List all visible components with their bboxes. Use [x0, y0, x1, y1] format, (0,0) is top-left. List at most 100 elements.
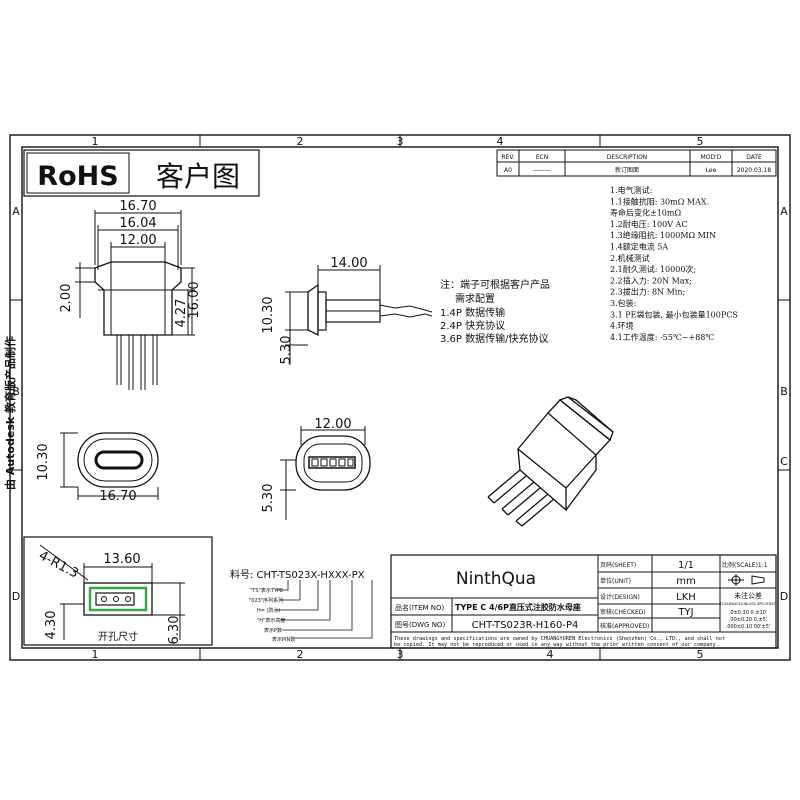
dwg-no-value: CHT-TS023R-H160-P4 — [472, 620, 579, 631]
dim-top-width-16-70: 16.70 — [119, 199, 156, 214]
scale-label: 比例(SCALE)1:1 — [722, 561, 768, 569]
tolerance-label: 未注公差 — [734, 591, 762, 600]
spec-line: 1.3绝缘阻抗: 1000MΩ MIN — [610, 230, 716, 240]
design-value: LKH — [676, 592, 696, 603]
grid-col-2: 2 — [297, 135, 304, 148]
cutout-view — [39, 544, 185, 640]
dim-side-height-5-30: 5.30 — [279, 336, 294, 365]
grid-row-b-right: B — [780, 385, 788, 398]
dwg-no-label: 图号(DWG NO) — [395, 621, 445, 629]
spec-line: 2.2插入力: 20N Max; — [610, 275, 692, 285]
pn-legend-5: 表示P数 — [264, 627, 282, 634]
dim-side-height-10-30: 10.30 — [261, 296, 276, 333]
rev-header-description: DESCRIPTION — [607, 154, 648, 161]
rohs-logo-frame — [26, 152, 130, 194]
dim-front-height-10-30: 10.30 — [36, 443, 51, 480]
spec-line: 2.1耐久测试: 10000次; — [610, 264, 696, 274]
disclaimer-line-2: be copied. It may not be reproduced or u… — [394, 642, 719, 648]
dim-front-width-16-70: 16.70 — [99, 489, 136, 504]
rohs-logo: RoHS — [37, 161, 118, 192]
spec-line: 2.3拔出力: 8N Min; — [610, 287, 685, 297]
spec-line: 1.4额定电流 5A — [610, 242, 668, 252]
spec-line: 1.2耐电压: 100V AC — [610, 219, 687, 229]
company-name: NinthQua — [456, 569, 536, 589]
rev-header-date: DATE — [746, 154, 762, 161]
title-block — [390, 554, 777, 649]
spec-line: 1.电气测试: — [610, 185, 652, 195]
dim-cutout-height-6-30: 6.30 — [167, 616, 182, 645]
spec-line: 3.1 PE袋包装, 最小包装量100PCS — [610, 309, 738, 319]
spec-list: 1.电气测试:1.1接触抗阻: 30mΩ MAX. 寿命后变化±10mΩ1.2耐… — [610, 185, 738, 342]
approved-label: 核准(APPROVED) — [600, 622, 649, 630]
note-item-2: 2.4P 快充协议 — [440, 319, 505, 332]
rev-cell-date: 2020.03.18 — [737, 167, 772, 174]
spec-line: 2.机械测试 — [610, 253, 650, 263]
checked-value: TYJ — [677, 607, 693, 618]
item-no-label: 品名(ITEM NO) — [395, 603, 445, 612]
sheet-label: 页码(SHEET) — [600, 561, 636, 569]
grid-col-5: 5 — [697, 135, 704, 148]
tolerance-line-2: .00±0.20 0.±5' — [729, 617, 767, 623]
checked-label: 审核(CHECKED) — [600, 608, 646, 616]
pn-legend-4: "H"表示高度 — [257, 617, 285, 624]
cutout-pins — [101, 596, 131, 602]
pn-legend-1: "TS"表示TYPE — [250, 587, 283, 594]
part-number-label: 料号: CHT-TS023X-HXXX-PX — [230, 568, 365, 581]
dim-cutout-radius: 4-R1.3 — [36, 548, 81, 581]
grid-col-3: 3 — [397, 135, 404, 148]
dim-top-height-16-00: 16.00 — [187, 281, 202, 318]
rev-cell-ecn: ——— — [533, 167, 551, 174]
unit-value: mm — [676, 576, 695, 587]
spec-line: 寿命后变化±10mΩ — [610, 208, 681, 218]
revision-table: REV. ECN DESCRIPTION MOD'D DATE A0 ——— 新… — [496, 149, 777, 177]
grid-col-5-bottom: 5 — [697, 648, 704, 661]
sheet-value: 1/1 — [678, 560, 694, 571]
unit-label: 单位(UNIT) — [600, 577, 631, 585]
grid-row-d-right: D — [780, 590, 788, 603]
grid-col-4: 4 — [497, 135, 504, 148]
dim-cutout-width-13-60: 13.60 — [103, 552, 140, 567]
grid-col-4-bottom: 4 — [547, 648, 554, 661]
dim-side-width-14-00: 14.00 — [330, 256, 367, 271]
pn-legend-2: "023"序列系列 — [249, 597, 283, 604]
dim-top-width-12-00: 12.00 — [119, 233, 156, 248]
grid-row-d: D — [12, 590, 20, 603]
tolerance-line-1: .0±0.30 0.±10' — [729, 610, 767, 616]
spec-line: 4.1工作温度: -55℃~+88℃ — [610, 332, 714, 342]
disclaimer-line-1: These drawings and specifications are ow… — [394, 636, 725, 642]
grid-col-1-bottom: 1 — [92, 648, 99, 661]
rohs-box — [23, 149, 260, 197]
drawing-type-title: 客户图 — [156, 160, 240, 193]
note-title: 注：端子可根据客户产品 — [440, 278, 550, 291]
grid-col-3-bottom: 3 — [397, 648, 404, 661]
rev-header-modd: MOD'D — [701, 154, 722, 161]
grid-ticks — [10, 135, 790, 660]
tolerance-line-3: .000±0.10 00'±5' — [726, 624, 771, 630]
rev-header-ecn: ECN — [536, 154, 548, 161]
dim-cutout-height-4-30: 4.30 — [44, 611, 59, 640]
note-item-1: 1.4P 数据传输 — [440, 306, 505, 319]
note-item-3: 3.6P 数据传输/快充协议 — [440, 332, 548, 345]
side-watermark-text: 由 Autodesk 教育版产品制作 — [3, 336, 17, 490]
dim-top-width-16-04: 16.04 — [119, 216, 156, 231]
dim-rear-height-5-30: 5.30 — [261, 484, 276, 513]
front-view — [60, 432, 159, 500]
grid-col-2-bottom: 2 — [297, 648, 304, 661]
top-view — [75, 210, 195, 390]
cutout-box — [23, 536, 213, 646]
dim-top-height-2-00: 2.00 — [59, 284, 74, 313]
part-number-leaders — [276, 580, 373, 639]
grid-col-1: 1 — [92, 135, 99, 148]
item-no-value: TYPE C 4/6P直压式注胶防水母座 — [455, 602, 581, 612]
side-view — [285, 265, 433, 365]
spec-line: 4.环境 — [610, 321, 634, 331]
grid-row-c-right: C — [780, 455, 788, 468]
rev-cell-description: 新订图面 — [615, 166, 639, 174]
spec-line: 3.包装: — [610, 298, 636, 308]
dim-top-height-4-27: 4.27 — [174, 299, 189, 328]
cutout-label: 开孔尺寸 — [98, 630, 138, 643]
grid-row-a: A — [12, 205, 20, 218]
rear-view — [280, 426, 371, 520]
grid-row-a-right: A — [780, 205, 788, 218]
